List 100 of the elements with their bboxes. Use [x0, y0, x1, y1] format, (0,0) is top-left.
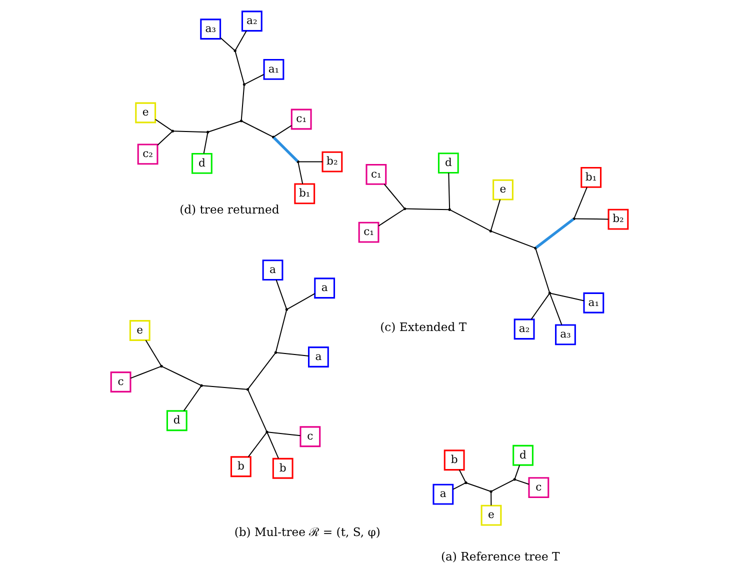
node-point [284, 308, 288, 311]
node-box: a₂ [240, 10, 262, 32]
node-point [170, 130, 174, 132]
node-point [274, 351, 277, 354]
connector [549, 294, 562, 325]
connector [182, 386, 201, 411]
node-box: a₂ [513, 318, 534, 340]
node-box: a₃ [554, 324, 576, 346]
node-point [160, 364, 162, 368]
connector [244, 74, 264, 85]
connector [448, 172, 450, 210]
connector [550, 292, 584, 302]
connector [452, 482, 465, 490]
node-box: c [299, 426, 320, 448]
node-box: b₂ [607, 208, 628, 230]
node-box: a₁ [582, 292, 604, 314]
node-box: a [262, 260, 283, 281]
connector [220, 38, 234, 51]
node-box: b [272, 458, 293, 479]
node-box: d [166, 410, 187, 432]
connector [247, 352, 276, 390]
connector [208, 120, 240, 132]
connector [234, 51, 244, 84]
node-point [512, 478, 516, 481]
connector [172, 130, 207, 133]
node-box: c₁ [290, 108, 312, 130]
node-box: c₁ [358, 222, 379, 243]
connector [514, 479, 529, 485]
connector [378, 208, 404, 226]
node-point [448, 208, 450, 211]
connector [240, 85, 244, 120]
node-point [548, 292, 551, 294]
node-point [233, 49, 236, 52]
node-point [572, 217, 575, 220]
node-box: d [191, 152, 212, 174]
connector [534, 248, 550, 293]
connector [449, 209, 490, 232]
node-point [239, 120, 242, 122]
connector [202, 132, 208, 154]
node-point [464, 481, 467, 484]
node-box: a [307, 346, 328, 368]
connector [161, 366, 201, 386]
node-point [296, 160, 299, 164]
connector [298, 161, 322, 162]
connector [154, 118, 172, 132]
connector [573, 187, 587, 218]
connector [130, 366, 160, 379]
node-point [488, 230, 492, 232]
connector [267, 432, 300, 436]
node-box: c [528, 477, 549, 498]
node-box: b [230, 456, 251, 478]
node-box: a₁ [262, 58, 284, 80]
node-box: a [432, 484, 454, 505]
node-box: b₁ [294, 183, 315, 204]
connector [490, 479, 514, 492]
node-box: b₂ [321, 151, 342, 172]
connector [297, 162, 303, 184]
connector [234, 30, 246, 50]
node-box: a [314, 278, 335, 299]
node-box: e [134, 102, 156, 124]
connector [534, 218, 574, 249]
connector [247, 390, 267, 432]
node-box: b [443, 450, 464, 471]
node-point [489, 490, 492, 493]
node-point [242, 83, 246, 86]
node-box: c [110, 372, 131, 392]
node-point [206, 130, 209, 134]
connector [490, 199, 500, 230]
node-box: e [492, 179, 513, 200]
connector [276, 352, 308, 356]
connector [458, 470, 466, 482]
connector [383, 184, 404, 208]
connector [490, 492, 492, 506]
node-box: c₂ [136, 144, 158, 165]
connector [241, 120, 273, 138]
node-point [265, 430, 268, 434]
node-box: d [512, 444, 533, 466]
connector [202, 385, 246, 390]
connector [490, 230, 534, 248]
label: (b) Mul-tree ℛ = (t, S, φ) [234, 524, 380, 539]
connector [275, 280, 286, 309]
node-box: e [480, 504, 502, 526]
label: (d) tree returned [179, 202, 279, 216]
connector [514, 465, 520, 479]
connector [466, 482, 490, 492]
label: (a) Reference tree T [440, 550, 560, 564]
connector [273, 125, 292, 138]
node-box: d [437, 152, 458, 174]
label: (c) Extended T [380, 320, 466, 334]
connector [144, 340, 161, 366]
connector [266, 432, 278, 459]
connector [286, 293, 315, 310]
node-box: c₁ [365, 164, 386, 185]
connector [247, 432, 266, 458]
connector [530, 294, 550, 320]
node-point [403, 207, 406, 210]
node-box: e [128, 320, 150, 341]
node-point [246, 388, 249, 391]
connector [404, 208, 448, 210]
connector [574, 218, 608, 220]
